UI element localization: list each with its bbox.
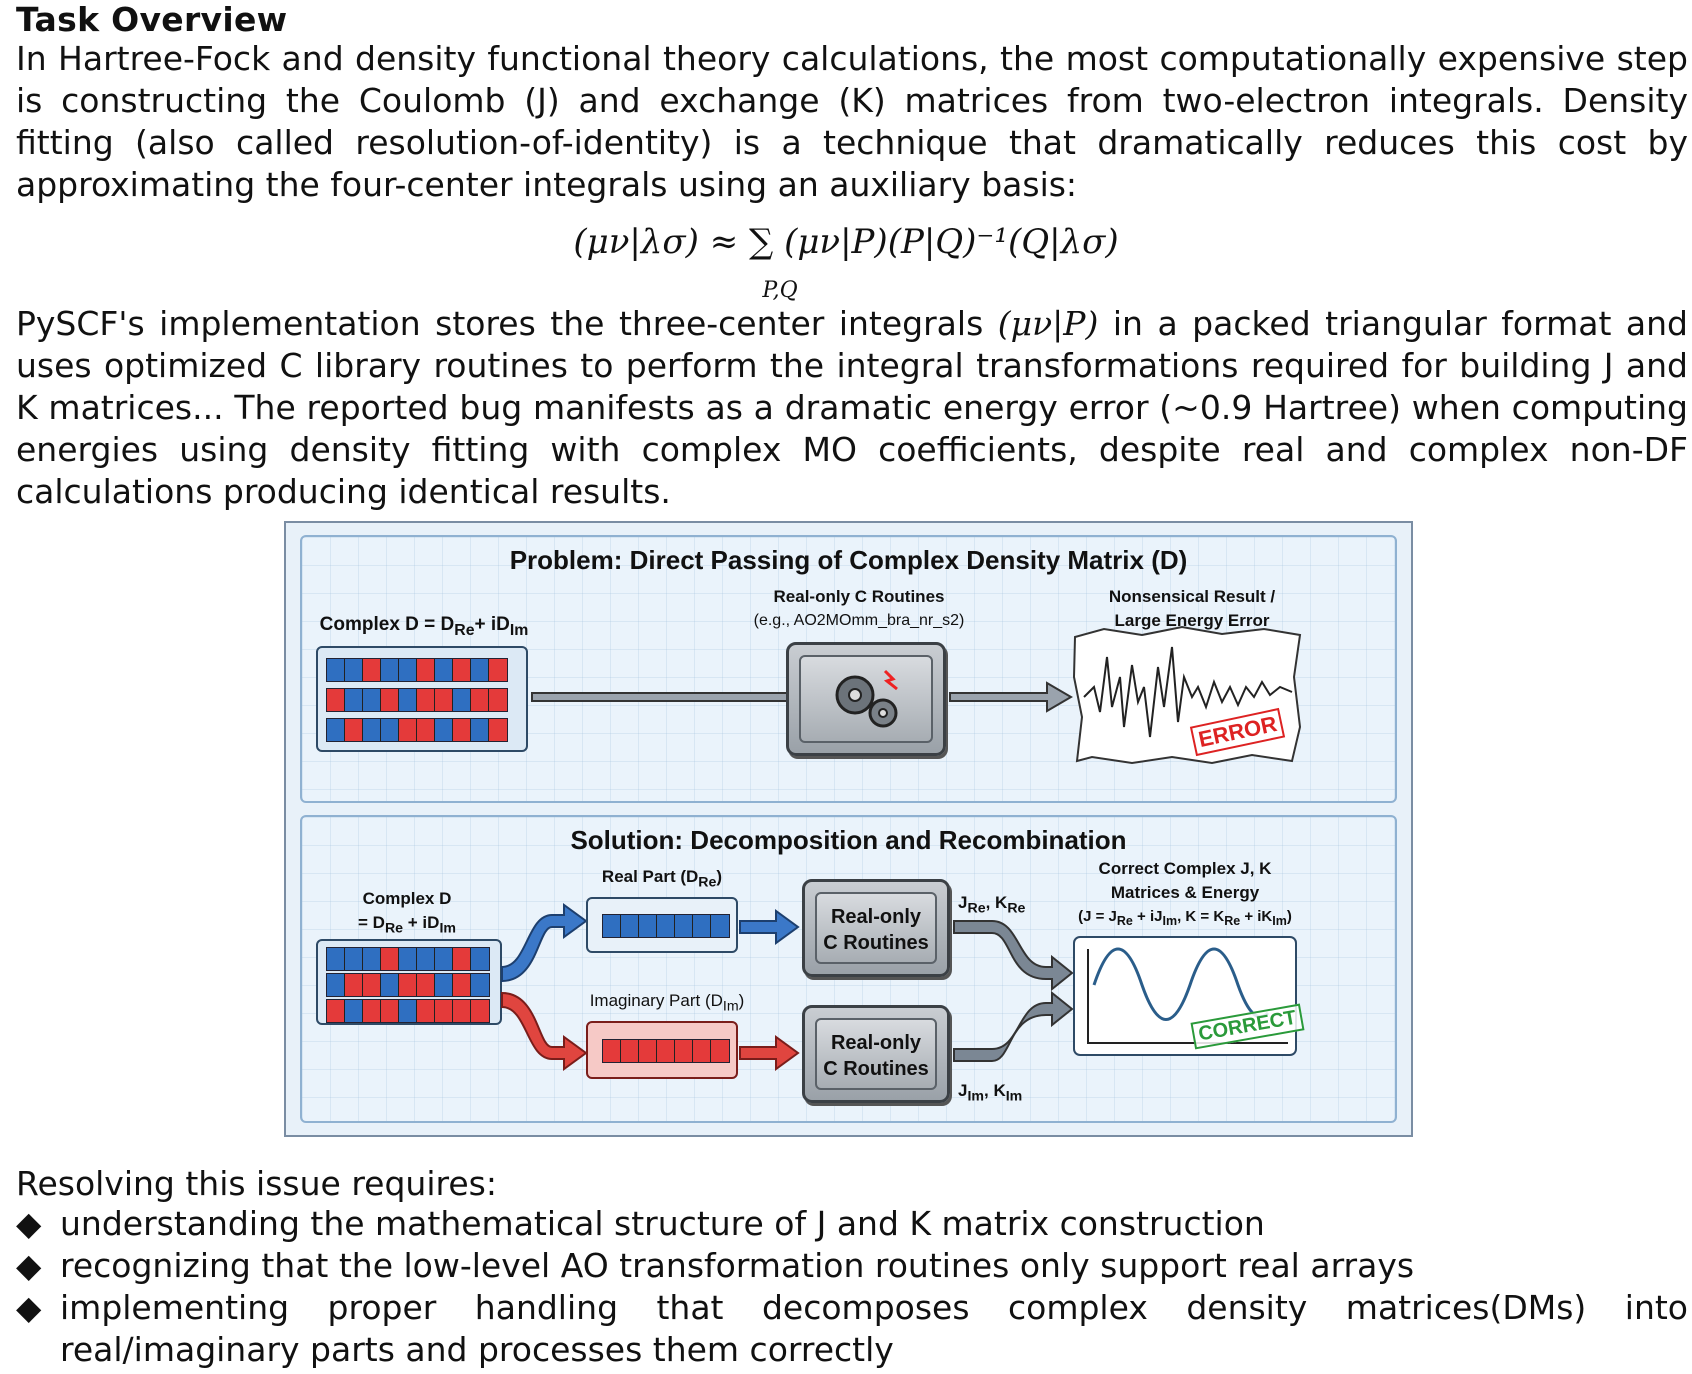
solution-title: Solution: Decomposition and Recombinatio… xyxy=(570,825,1127,855)
requirements-title: Resolving this issue requires: xyxy=(16,1164,497,1203)
error-result-card xyxy=(1072,625,1302,765)
diamond-bullet-icon: ◆ xyxy=(16,1246,42,1285)
problem-title: Problem: Direct Passing of Complex Densi… xyxy=(509,545,1188,575)
matrix-row xyxy=(326,688,508,712)
diagram-figure: Problem: Direct Passing of Complex Densi… xyxy=(284,521,1413,1137)
arrow-real-out xyxy=(953,920,1074,992)
matrix-row xyxy=(326,973,490,997)
real-part-box xyxy=(586,897,738,953)
problem-panel: Problem: Direct Passing of Complex Densi… xyxy=(300,535,1397,803)
arrow-to-result xyxy=(949,681,1073,713)
diamond-bullet-icon: ◆ xyxy=(16,1288,42,1327)
real-c-routine-box: Real-only C Routines xyxy=(802,879,950,977)
routine-line-1: Real-only xyxy=(830,1032,922,1054)
arrow-real-to-routine xyxy=(739,909,800,945)
intro-text: In Hartree-Fock and density functional t… xyxy=(16,39,1688,204)
arrow-real-split xyxy=(501,903,588,983)
real-output-label: JRe, KRe xyxy=(958,893,1026,917)
gears-icon xyxy=(835,669,898,728)
result-label: Nonsensical Result /Large Energy Error xyxy=(1108,587,1276,630)
solution-input-label: Complex D= DRe + iDIm xyxy=(358,889,456,937)
p2-before: PySCF's implementation stores the three-… xyxy=(16,304,998,343)
imag-part-label: Imaginary Part (DIm) xyxy=(589,991,745,1015)
solution-panel: Solution: Decomposition and Recombinatio… xyxy=(300,815,1397,1123)
problem-input-label: Complex D = DRe+ iDIm xyxy=(319,614,529,639)
density-fitting-formula: (μν|λσ) ≈ ∑ (μν|P)(P|Q)⁻¹(Q|λσ) xyxy=(573,222,1119,262)
routine-line-1: Real-only xyxy=(830,906,922,928)
imag-output-label: JIm, KIm xyxy=(958,1081,1023,1105)
p2-after: in a packed triangular format and uses o… xyxy=(16,304,1688,511)
intro-paragraph: In Hartree-Fock and density functional t… xyxy=(16,38,1688,206)
routine-label: Real-only C Routines(e.g., AO2MOmm_bra_n… xyxy=(753,587,965,629)
real-part-label: Real Part (DRe) xyxy=(601,867,723,891)
p2-math: (μν|P) xyxy=(997,304,1099,343)
implementation-paragraph: PySCF's implementation stores the three-… xyxy=(16,303,1688,513)
matrix-row xyxy=(326,999,490,1023)
routine-line-2: C Routines xyxy=(823,1058,929,1080)
diamond-bullet-icon: ◆ xyxy=(16,1204,42,1243)
noisy-signal xyxy=(1083,646,1293,738)
solution-arrows xyxy=(501,903,1297,1071)
imag-c-routine-box: Real-only C Routines xyxy=(802,1005,950,1103)
problem-complex-matrix xyxy=(316,646,528,752)
sine-wave xyxy=(1092,947,1270,1021)
arrow-imag-out xyxy=(953,990,1074,1062)
arrow-imag-split xyxy=(501,991,588,1071)
imag-part-box xyxy=(586,1021,738,1079)
matrix-row xyxy=(326,718,508,742)
matrix-row xyxy=(326,658,508,682)
problem-c-routine-box xyxy=(786,642,946,756)
arrow-imag-to-routine xyxy=(739,1035,800,1071)
formula-sum-subscript: P,Q xyxy=(762,278,798,303)
matrix-row xyxy=(326,947,490,971)
matrix-row xyxy=(602,914,730,938)
arrow-to-routine xyxy=(531,681,816,713)
page-title: Task Overview xyxy=(16,0,288,39)
matrix-row xyxy=(602,1039,730,1063)
routine-line-2: C Routines xyxy=(823,932,929,954)
